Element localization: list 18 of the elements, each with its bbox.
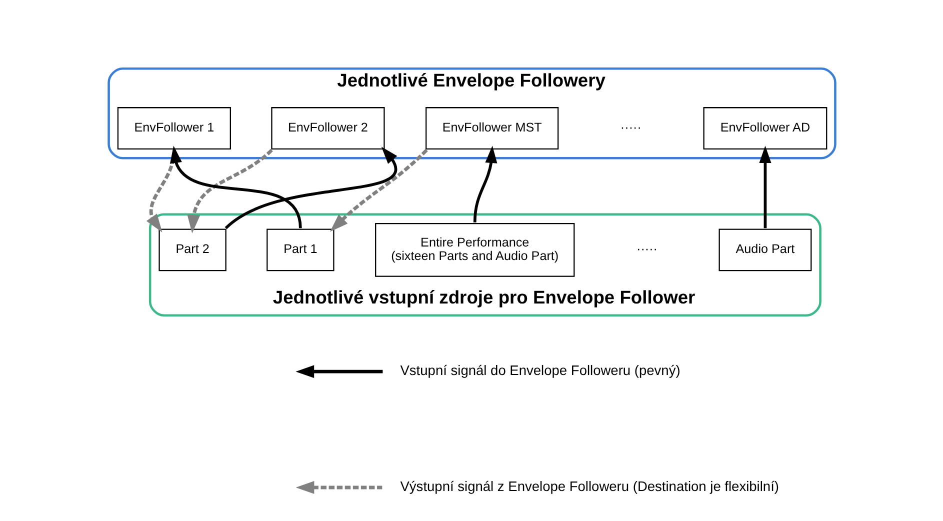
- node-box: EnvFollower AD: [702, 107, 827, 150]
- label: ·····: [636, 242, 658, 256]
- legend-label: Vstupní signál do Envelope Followeru (pevný): [400, 363, 680, 378]
- node-box: Part 2: [158, 228, 226, 272]
- node-box: EnvFollower 2: [270, 107, 384, 150]
- label: ·····: [620, 120, 641, 134]
- arrow: [472, 146, 497, 222]
- legend-label: Výstupní signál z Envelope Followeru (Destination je flexibilní): [400, 479, 779, 494]
- node-box: Audio Part: [718, 228, 812, 272]
- node-box: EnvFollower MST: [425, 107, 558, 150]
- arrow: [169, 146, 302, 228]
- arrow: [224, 146, 397, 230]
- node-box: EnvFollower 1: [116, 107, 230, 150]
- arrow: [329, 148, 428, 232]
- arrow: [186, 148, 272, 234]
- node-box: Entire Performance (sixteen Parts and Audio Part): [374, 222, 574, 277]
- arrow: [758, 146, 771, 228]
- node-box: Part 1: [266, 228, 334, 272]
